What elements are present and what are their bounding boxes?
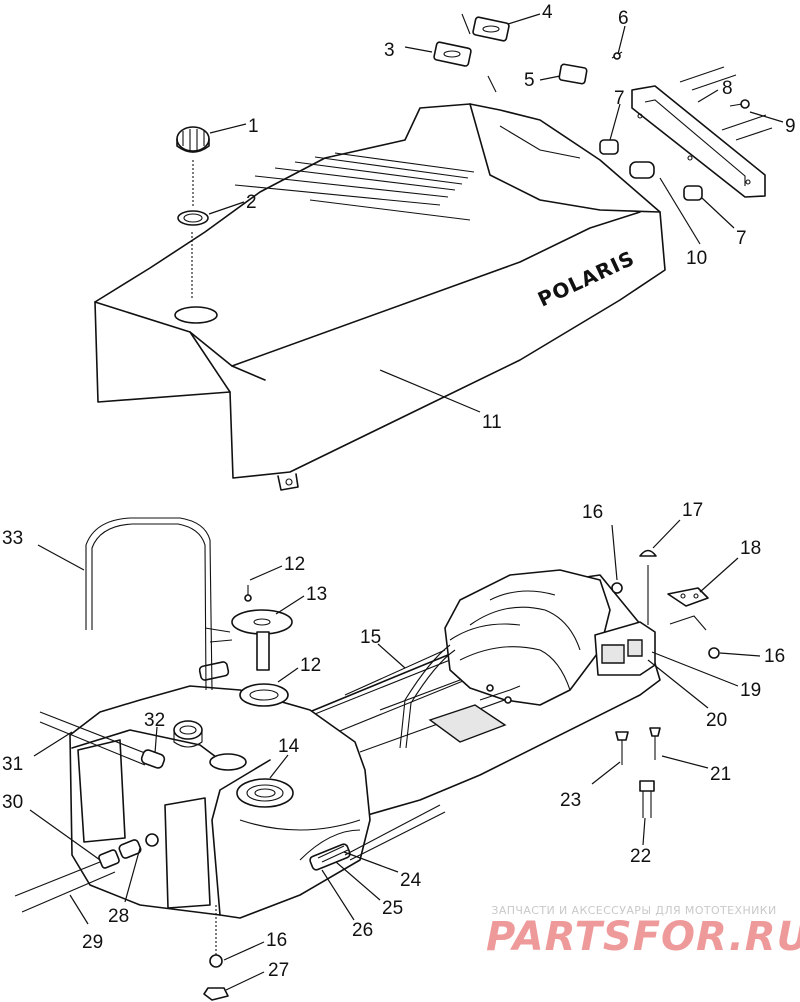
callout-24: 24 — [400, 870, 422, 891]
callout-8: 8 — [722, 78, 733, 99]
hinge-pads — [434, 14, 622, 92]
callout-20: 20 — [706, 710, 727, 731]
callout-7-top: 7 — [614, 88, 625, 109]
spacer-bushings — [600, 140, 702, 200]
callout-26: 26 — [352, 920, 373, 941]
seat-fill-hole — [175, 307, 217, 323]
callout-16-bottom: 16 — [266, 930, 287, 951]
watermark-tagline: ЗАПЧАСТИ И АКСЕССУАРЫ ДЛЯ МОТОТЕХНИКИ — [491, 904, 777, 917]
callout-14: 14 — [278, 736, 300, 757]
callout-5: 5 — [524, 70, 535, 91]
callout-27: 27 — [268, 960, 289, 981]
callout-33: 33 — [2, 528, 23, 549]
fuel-tank — [70, 686, 370, 918]
callout-16-right: 16 — [764, 646, 785, 667]
callout-7-right: 7 — [736, 228, 747, 249]
callout-18: 18 — [740, 538, 761, 559]
return-line — [40, 712, 166, 769]
vent-tube — [86, 518, 212, 690]
watermark-logo: PARTSFOR.RU — [486, 914, 800, 960]
callout-numbers: 1 2 3 4 5 6 7 8 9 7 10 11 33 12 13 12 15… — [2, 2, 796, 981]
callout-11: 11 — [482, 412, 502, 433]
callout-32: 32 — [144, 710, 165, 731]
seat-mounting-plate — [632, 67, 772, 197]
callout-21: 21 — [710, 764, 731, 785]
callout-12-bottom: 12 — [300, 655, 321, 676]
callout-16-top: 16 — [582, 502, 603, 523]
seat-assembly: POLARIS — [95, 104, 665, 490]
callout-31: 31 — [2, 754, 23, 775]
callout-10: 10 — [686, 248, 707, 269]
drain-fitting — [309, 805, 445, 871]
callout-23: 23 — [560, 790, 581, 811]
callout-4: 4 — [542, 2, 553, 23]
fuel-cap — [177, 127, 209, 152]
tank-mount-hardware — [204, 551, 719, 1001]
callout-6: 6 — [618, 8, 629, 29]
callout-3: 3 — [384, 40, 395, 61]
callout-9: 9 — [785, 116, 796, 137]
fuel-cap-gasket — [178, 211, 208, 225]
fuel-pump-bracket — [595, 622, 655, 675]
callout-19: 19 — [740, 680, 761, 701]
callout-28: 28 — [108, 906, 129, 927]
sender-gasket — [240, 684, 288, 706]
tank-neck — [210, 754, 246, 770]
callout-17: 17 — [682, 500, 703, 521]
callout-30: 30 — [2, 792, 23, 813]
callout-25: 25 — [382, 898, 403, 919]
fuel-pickup-vent — [174, 661, 229, 747]
seat-stitch-lines — [235, 153, 474, 220]
leader-lines — [30, 14, 783, 990]
callout-29: 29 — [82, 932, 103, 953]
callout-15: 15 — [360, 627, 381, 648]
callout-2: 2 — [246, 192, 257, 213]
callout-22: 22 — [630, 846, 651, 867]
fuel-sender — [205, 585, 292, 670]
callout-1: 1 — [248, 116, 259, 137]
fuel-line — [15, 834, 158, 912]
fuel-gauge-ring — [237, 779, 293, 807]
callout-13: 13 — [306, 584, 327, 605]
fuel-hoses — [400, 645, 520, 748]
tank-bracket — [668, 588, 708, 630]
seat-bolt — [730, 100, 749, 108]
callout-12-top: 12 — [284, 554, 305, 575]
